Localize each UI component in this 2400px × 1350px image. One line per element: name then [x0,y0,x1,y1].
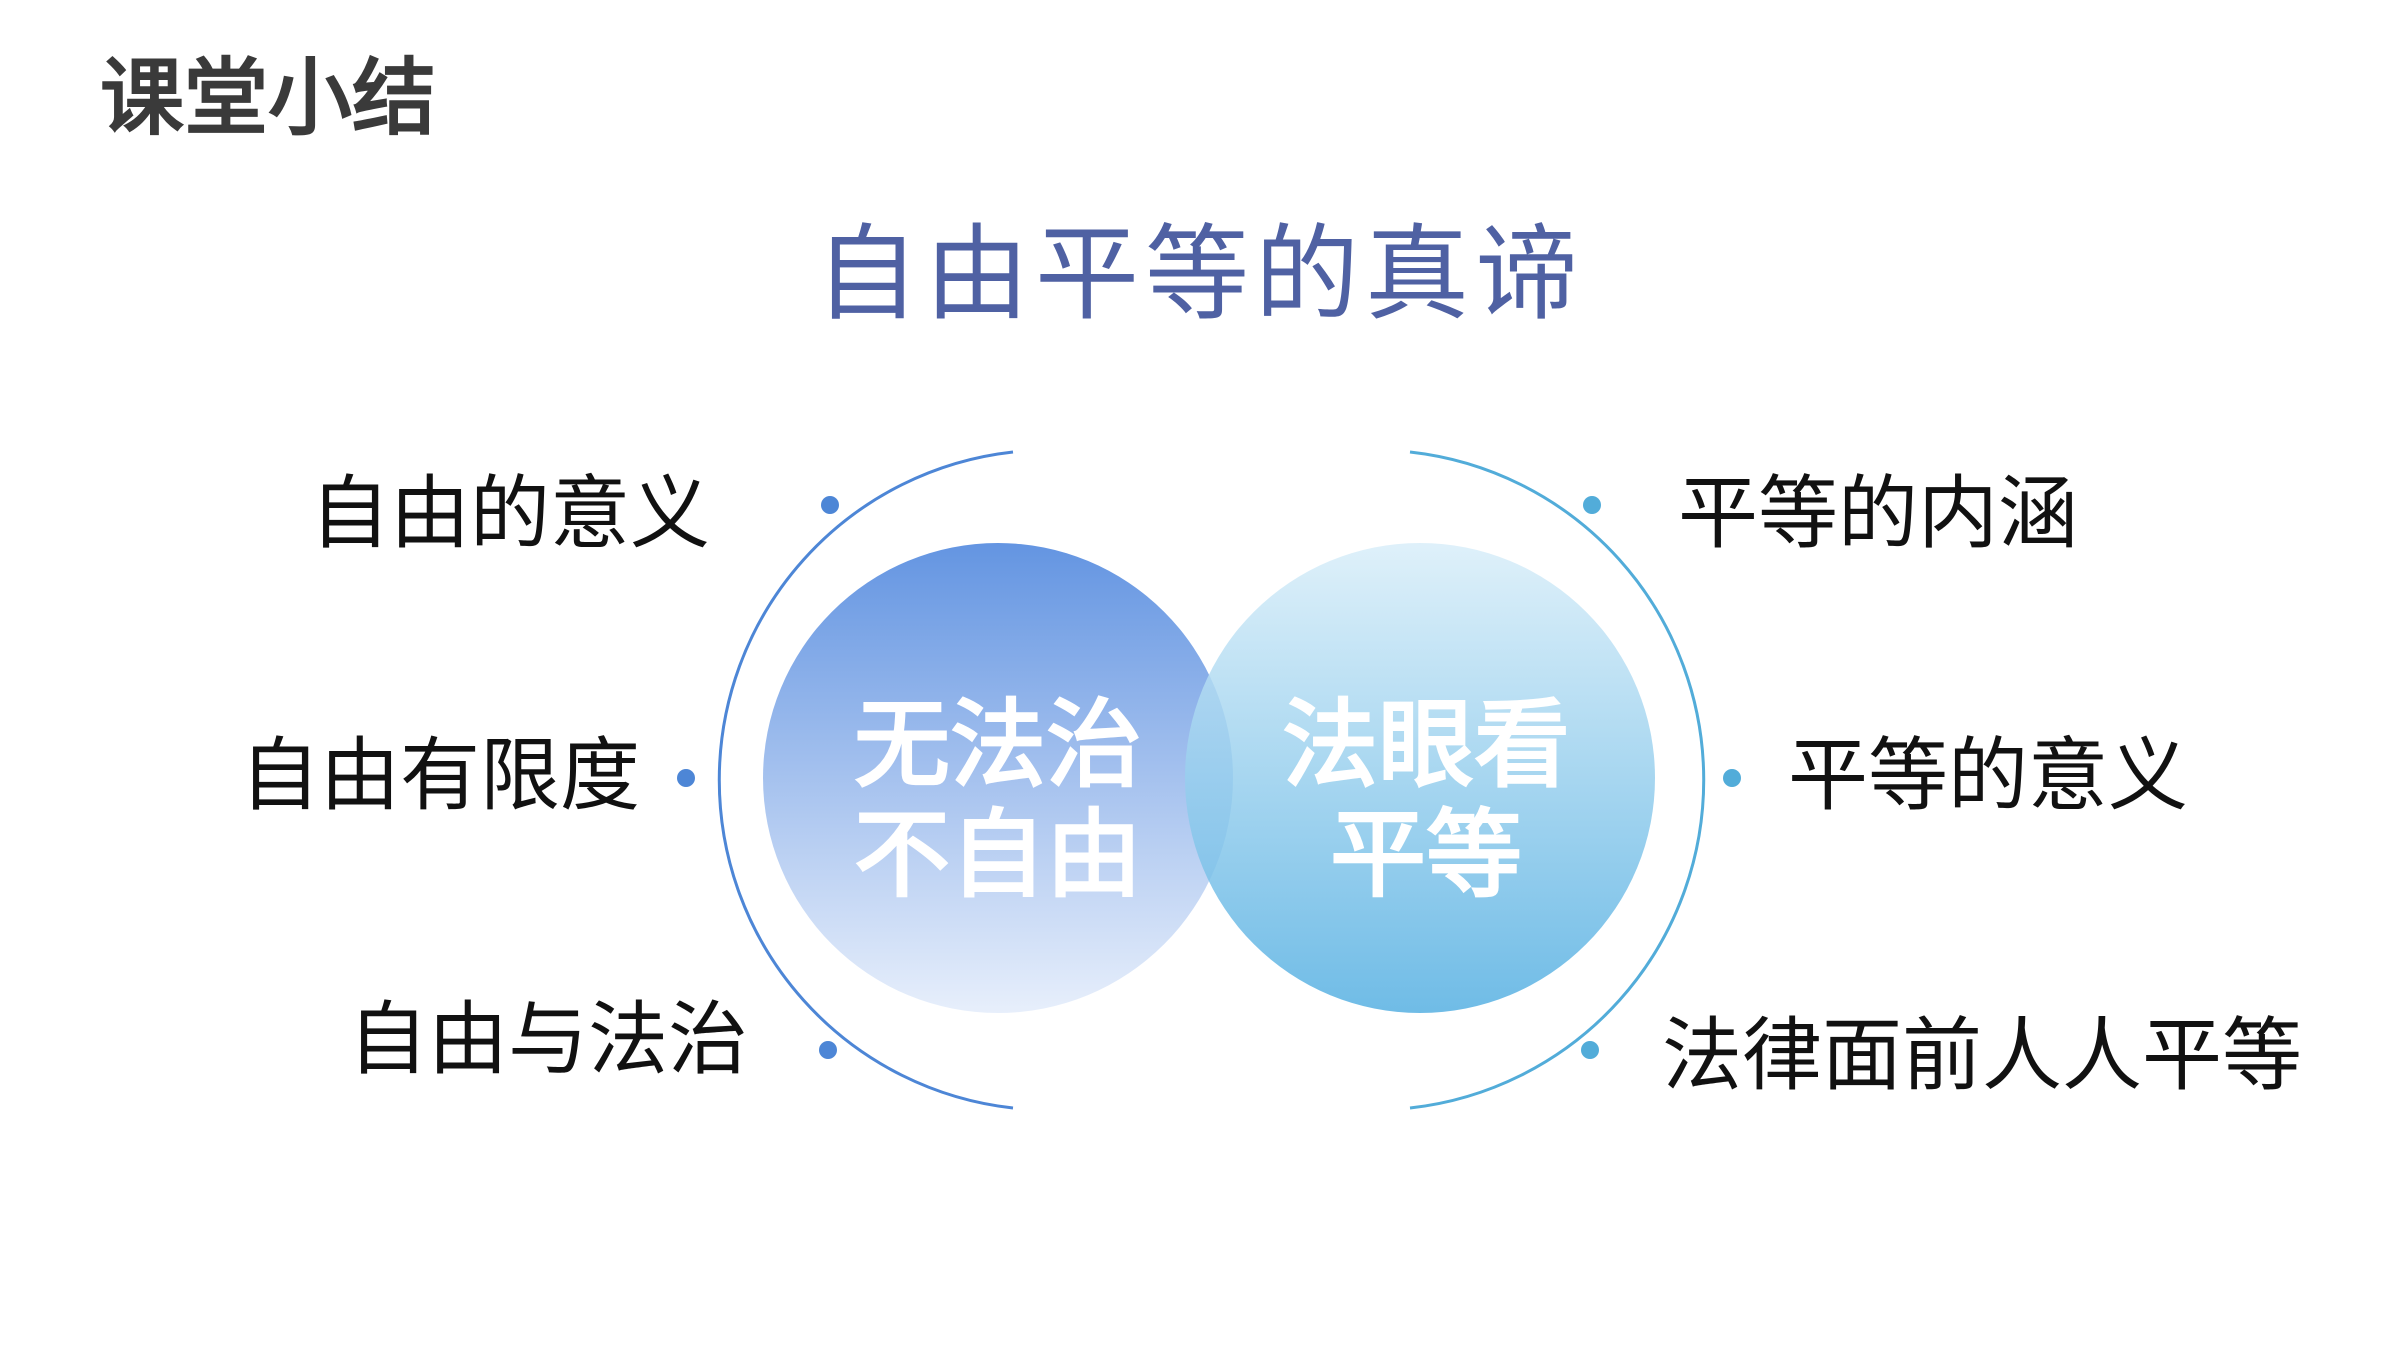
right-circle-label: 法眼看 平等 [1246,690,1606,911]
left-dot-1 [821,496,839,514]
left-circle-line-2: 不自由 [854,799,1142,912]
left-item-freedom-and-law: 自由与法治 [348,993,748,1086]
right-item-meaning-of-equality: 平等的意义 [1788,729,2188,822]
right-item-equality-before-law: 法律面前人人平等 [1662,1009,2302,1102]
right-dot-3 [1581,1041,1599,1059]
left-item-meaning-of-freedom: 自由的意义 [310,467,710,560]
left-circle-line-1: 无法治 [854,689,1142,801]
left-outer-arc [717,450,1014,1110]
right-circle [1185,543,1655,1013]
left-circle [763,543,1233,1013]
diagram-title: 自由平等的真谛 [814,213,1585,335]
right-dot-1 [1583,496,1601,514]
right-item-equality-content: 平等的内涵 [1678,467,2078,560]
right-dot-2 [1723,769,1741,787]
left-dot-3 [819,1041,837,1059]
left-dot-2 [677,769,695,787]
right-circle-line-2: 平等 [1330,799,1522,912]
right-outer-arc [1409,450,1706,1110]
right-circle-line-1: 法眼看 [1282,689,1570,801]
left-circle-label: 无法治 不自由 [818,690,1178,911]
slide-heading: 课堂小结 [100,49,437,147]
left-item-limits-of-freedom: 自由有限度 [240,729,640,822]
